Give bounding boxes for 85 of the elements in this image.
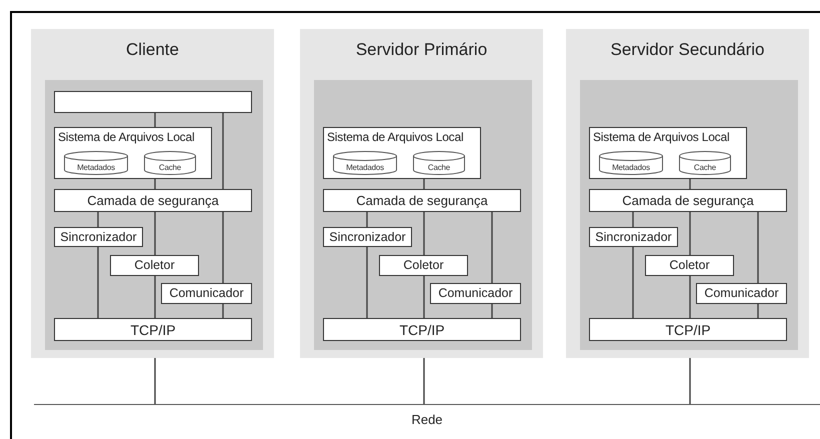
cylinder-label: Metadados [612,163,650,172]
panel [566,29,809,358]
layer-box [589,318,787,341]
box-label: Sistema de Arquivos Local [327,130,464,144]
inner-panel [45,80,263,350]
box-label: TCP/IP [665,322,711,336]
layer-box [323,318,521,341]
connector-line [97,247,99,318]
connector-line [689,212,691,255]
connector-line [632,212,634,227]
connector-line [423,358,425,404]
layer-box [54,318,252,341]
box-label: Sincronizador [595,230,672,244]
connector-line [689,179,691,189]
database-cylinder [413,151,465,175]
connector-line [423,212,425,255]
box-label: Camada de segurança [622,194,754,207]
module-box [161,283,252,304]
connector-line [154,179,156,189]
cylinder-label: Cache [428,163,450,172]
connector-line [632,247,634,318]
box-label: Coletor [669,259,710,272]
layer-box [54,189,252,212]
layer-box [323,127,481,179]
module-box [323,227,412,247]
module-box [696,283,787,304]
connector-line [154,276,156,318]
connector-line [491,304,493,318]
box-label: Camada de segurança [87,194,219,207]
connector-line [423,179,425,189]
network-label: Rede [411,413,443,426]
layer-box [589,189,787,212]
panel [31,29,274,358]
connector-line [757,212,759,283]
database-cylinder [599,151,663,175]
box-label: Sincronizador [329,230,406,244]
module-box [589,227,678,247]
connector-line [757,304,759,318]
box-label: Sistema de Arquivos Local [58,130,194,144]
connector-line [366,212,368,227]
connector-line [97,212,99,227]
inner-panel [314,80,532,350]
panel-title: Servidor Secundário [610,41,765,58]
layer-box [54,91,252,113]
box-label: Comunicador [169,287,244,300]
box-label: Camada de segurança [356,194,488,207]
layer-box [589,127,747,179]
database-cylinder [144,151,196,175]
cylinder-label: Cache [694,163,716,172]
box-label: Comunicador [438,287,513,300]
panel-title: Cliente [126,41,179,58]
connector-line [222,113,224,189]
connector-line [366,247,368,318]
connector-line [491,212,493,283]
connector-line [154,113,156,127]
box-label: Sistema de Arquivos Local [593,130,730,144]
panel [300,29,543,358]
database-cylinder [333,151,397,175]
layer-box [54,127,212,179]
module-box [645,255,734,276]
box-label: Coletor [403,259,444,272]
box-label: TCP/IP [130,322,176,336]
connector-line [154,212,156,255]
module-box [430,283,521,304]
database-cylinder [679,151,731,175]
box-label: Sincronizador [60,230,137,244]
layer-box [323,189,521,212]
connector-line [222,304,224,318]
panel-title: Servidor Primário [356,41,488,58]
inner-panel [580,80,798,350]
connector-line [222,212,224,283]
connector-line [154,358,156,404]
module-box [54,227,143,247]
cylinder-label: Cache [158,163,182,172]
database-cylinder [64,151,128,175]
connector-line [689,276,691,318]
box-label: TCP/IP [399,322,445,336]
connector-line [423,276,425,318]
module-box [110,255,199,276]
box-label: Coletor [134,259,175,272]
connector-line [689,358,691,404]
box-label: Comunicador [704,287,779,300]
cylinder-label: Metadados [77,163,115,172]
cylinder-label: Metadados [346,163,384,172]
module-box [379,255,468,276]
